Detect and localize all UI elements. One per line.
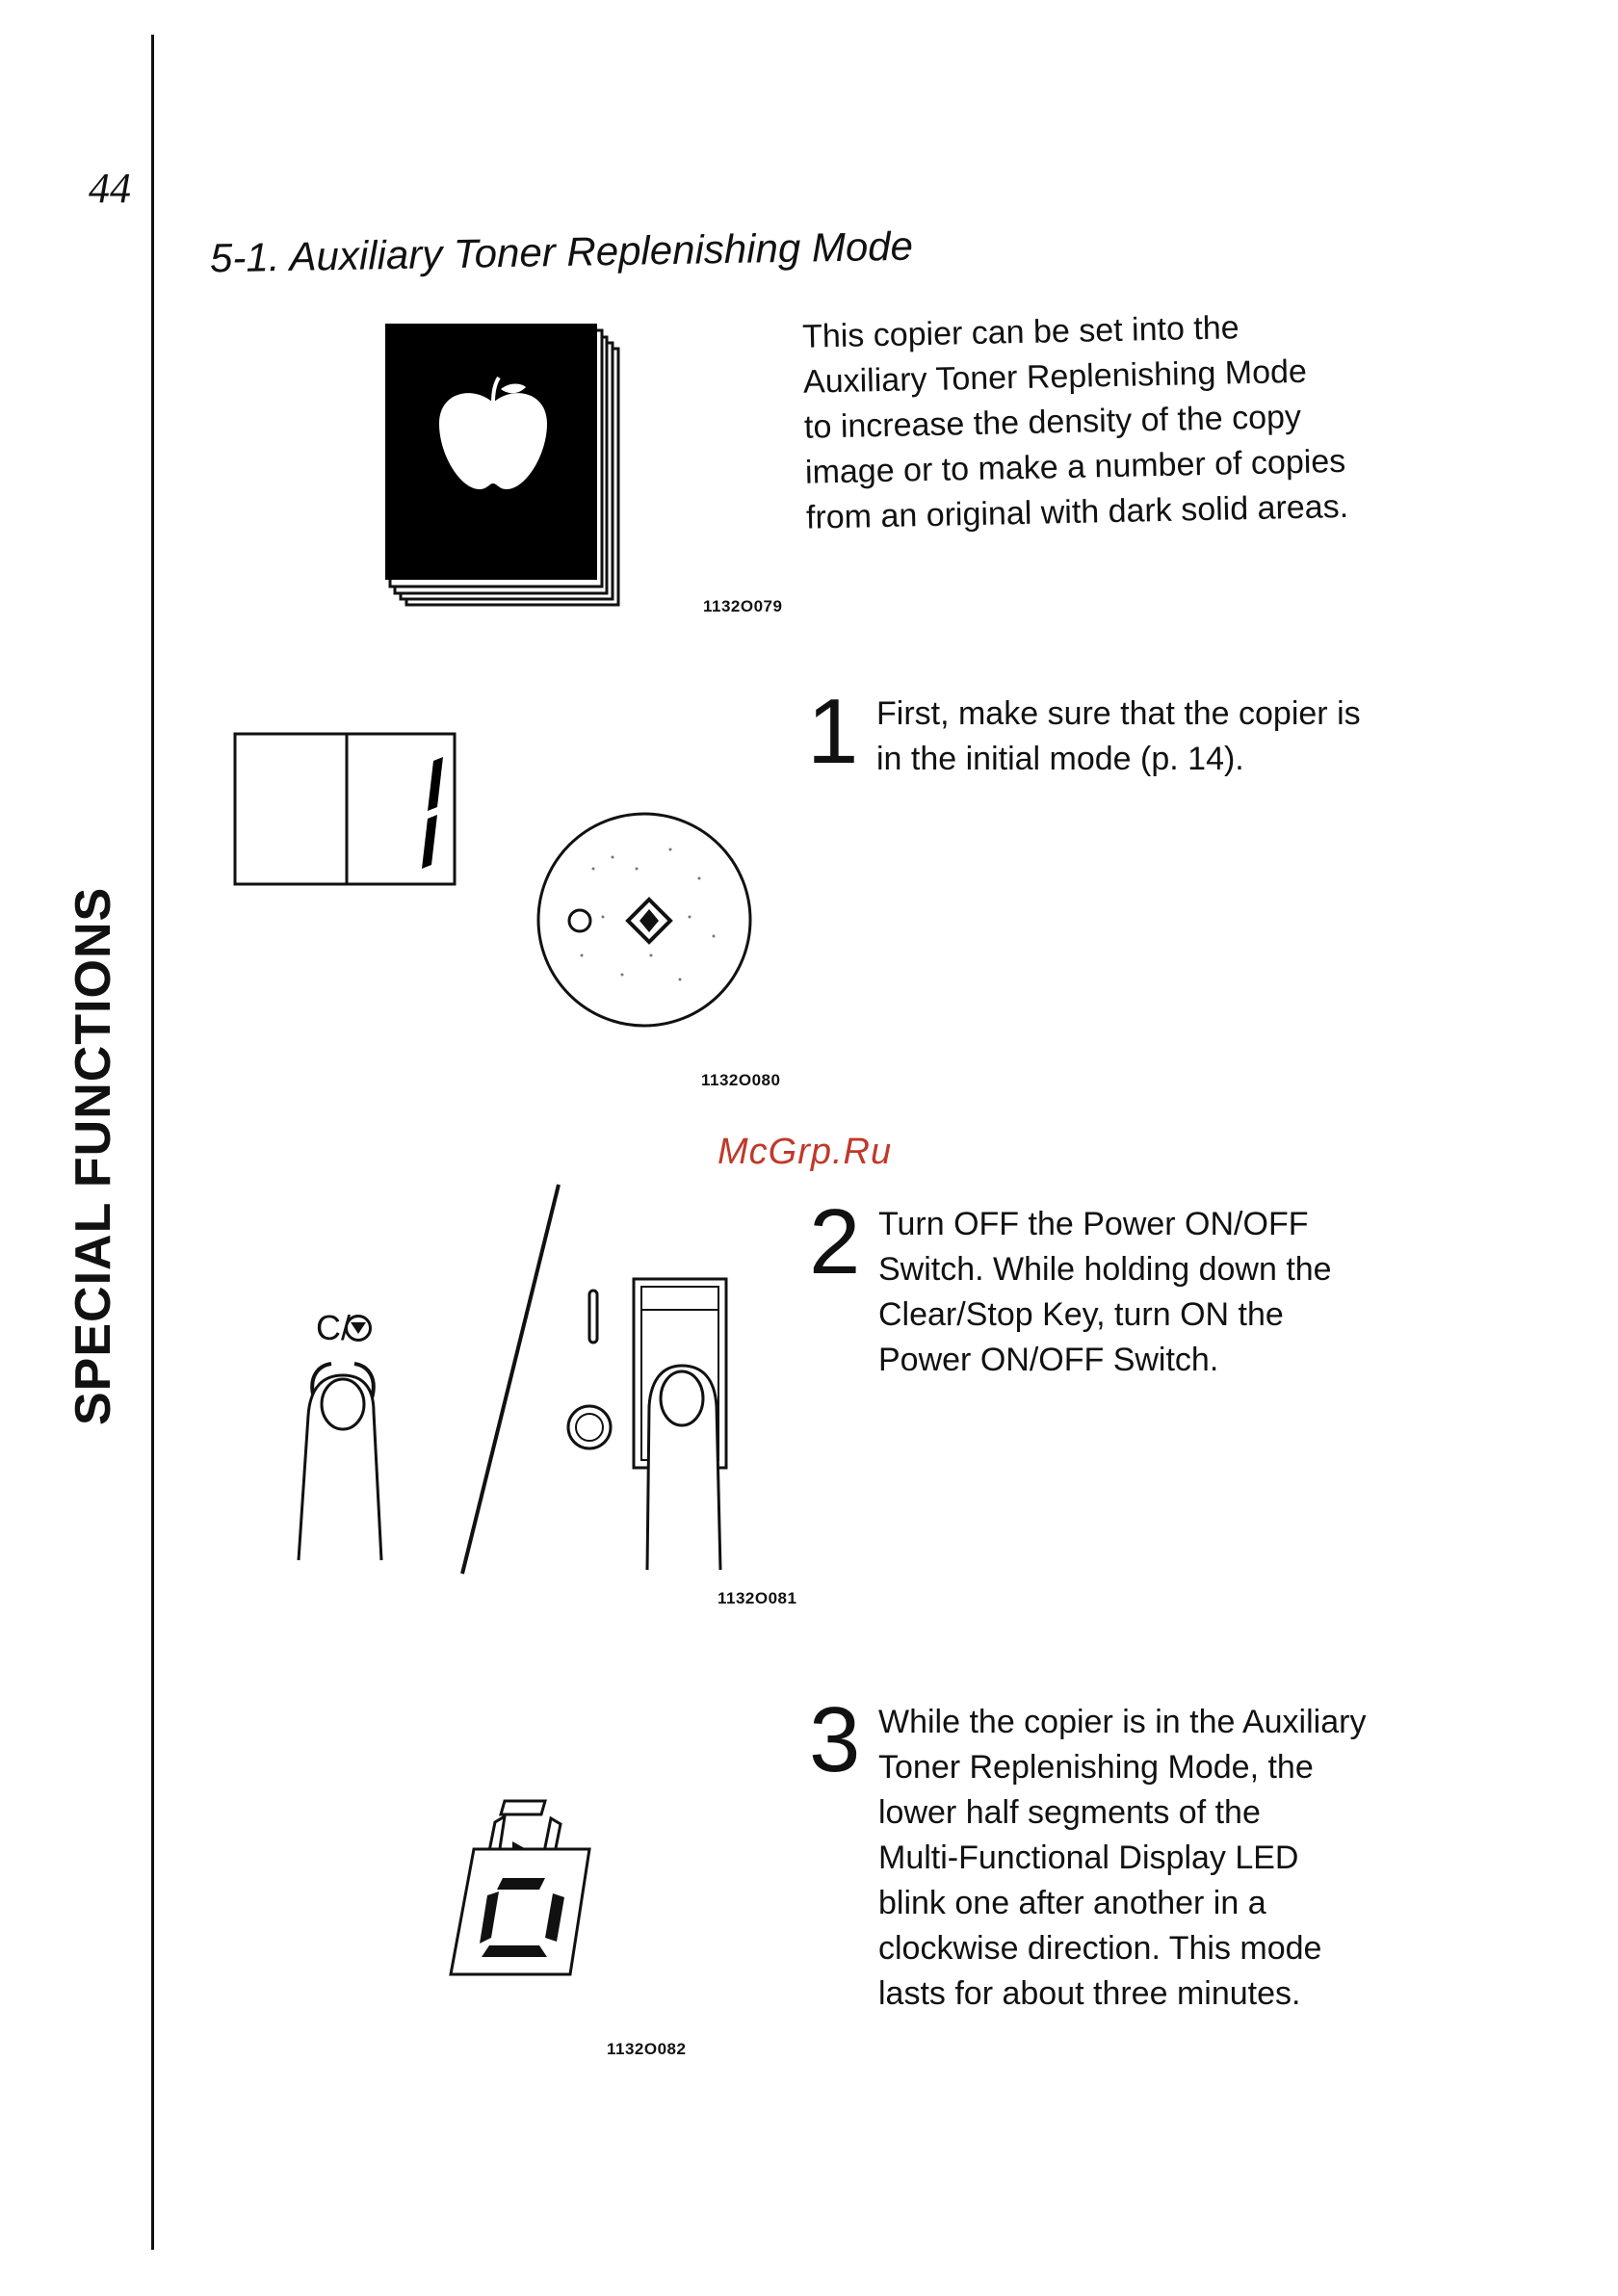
dark-original-illustration [385, 324, 620, 607]
clear-stop-label: C/ [316, 1308, 372, 1348]
step-text: While the copier is in the Auxiliary Ton… [878, 1704, 1367, 2012]
figure-code-4: 1132O082 [607, 2040, 687, 2058]
figure-code-1: 1132O079 [703, 597, 783, 615]
step-text: Turn OFF the Power ON/OFF Switch. While … [878, 1206, 1332, 1378]
step-1: 1 First, make sure that the copier is in… [807, 680, 1423, 783]
start-diamond-icon [625, 897, 673, 945]
figure-code-3: 1132O081 [718, 1589, 797, 1607]
digit-one-icon [422, 757, 443, 869]
blinking-segments-icon [480, 1878, 564, 1957]
apple-icon [439, 376, 547, 489]
display-panel-illustration [233, 732, 457, 886]
intro-paragraph: This copier can be set into the Auxiliar… [801, 309, 1349, 536]
section-title: 5-1. Auxiliary Toner Replenishing Mode [209, 222, 914, 281]
step-2: 2 Turn OFF the Power ON/OFF Switch. Whil… [809, 1190, 1425, 1383]
key-press-illustration [297, 1184, 728, 1575]
figure-code-2: 1132O080 [701, 1071, 781, 1089]
step-number: 1 [807, 680, 859, 783]
page-number: 44 [89, 165, 131, 212]
indicator-led-icon [567, 908, 592, 933]
step-number: 2 [809, 1190, 861, 1293]
margin-rule [151, 35, 154, 2250]
section-tab: SPECIAL FUNCTIONS [65, 886, 121, 1425]
step-text: First, make sure that the copier is in t… [876, 695, 1361, 777]
step-number: 3 [809, 1688, 861, 1791]
multi-function-led-illustration [449, 1799, 591, 1976]
step-3: 3 While the copier is in the Auxiliary T… [809, 1688, 1445, 2017]
stop-icon [345, 1315, 372, 1342]
start-key-illustration [536, 812, 752, 1028]
watermark: McGrp.Ru [718, 1132, 893, 1172]
